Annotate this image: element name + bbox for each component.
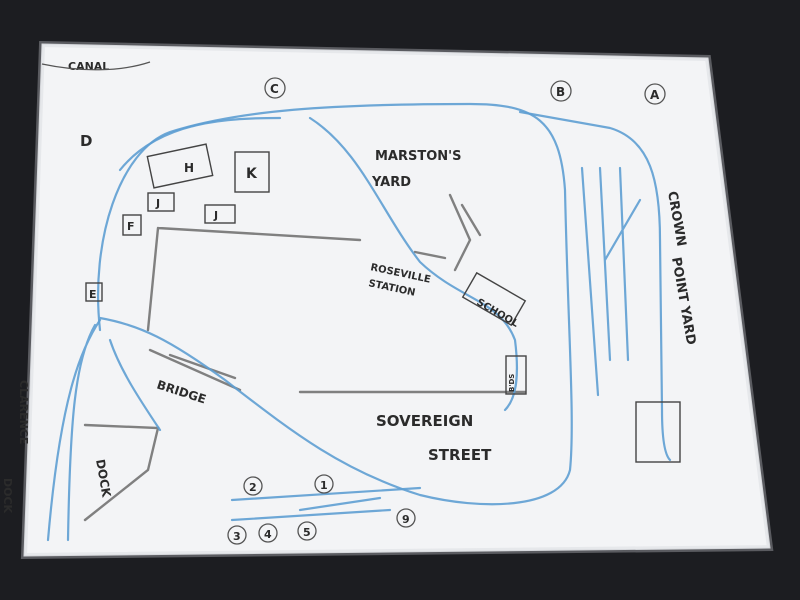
- building-h-label: H: [184, 161, 194, 175]
- marstons-yard-line1: MARSTON'S: [375, 149, 462, 164]
- marker-5: 5: [303, 526, 311, 539]
- marker-2: 2: [249, 481, 257, 494]
- clarence-dock-label: DOCK: [1, 478, 14, 514]
- building-k-label: K: [246, 166, 258, 182]
- canal-label: CANAL: [68, 60, 109, 73]
- marker-c: C: [270, 82, 279, 96]
- marker-4: 4: [264, 528, 272, 541]
- marker-9: 9: [402, 513, 410, 526]
- building-j-right-label: J: [213, 209, 218, 222]
- marker-1: 1: [320, 479, 328, 492]
- small-building-label: B'DS: [508, 374, 516, 392]
- marker-b: B: [556, 85, 565, 99]
- clarence-label: CLARENCE: [17, 380, 30, 444]
- building-f-label: F: [127, 220, 135, 233]
- marker-3: 3: [233, 530, 241, 543]
- building-e-label: E: [89, 288, 97, 301]
- street-label: STREET: [428, 446, 492, 464]
- marker-a: A: [650, 88, 660, 102]
- marstons-yard-line2: YARD: [371, 175, 411, 190]
- sovereign-label: SOVEREIGN: [376, 412, 473, 430]
- marker-d: D: [80, 132, 92, 150]
- building-j-left-label: J: [155, 197, 160, 210]
